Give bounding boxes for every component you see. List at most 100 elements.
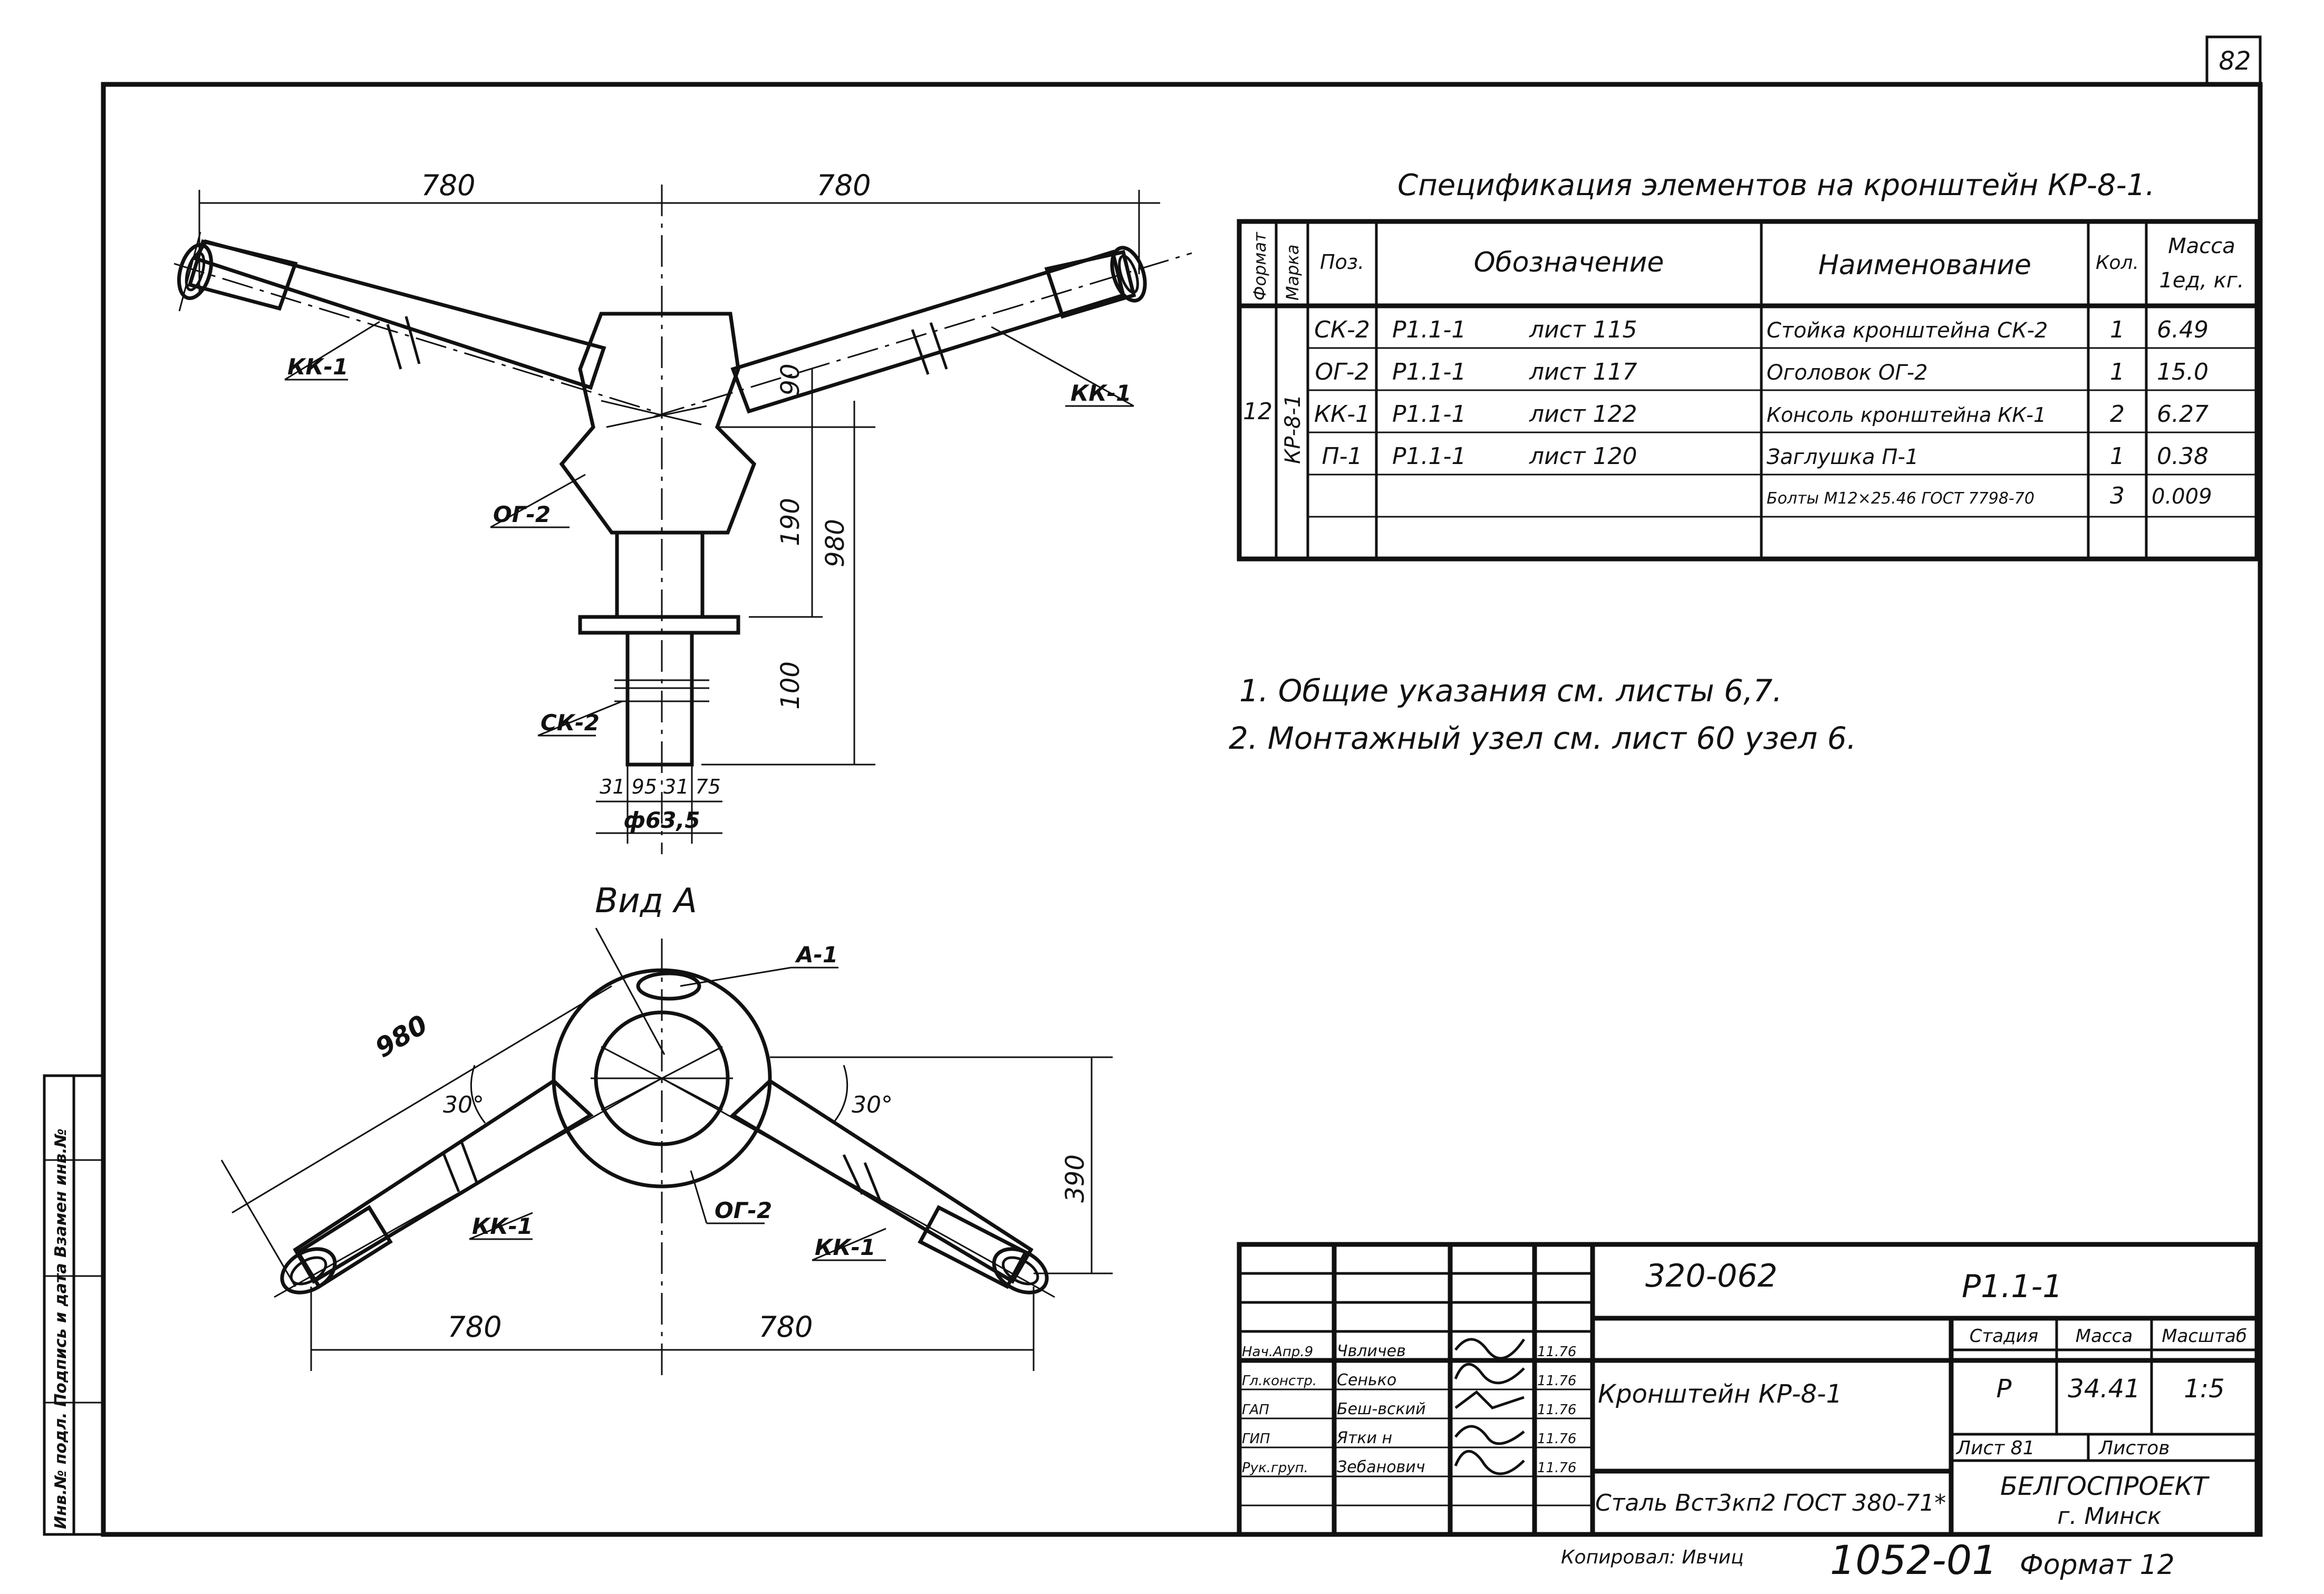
organization: БЕЛГОСПРОЕКТ [2000, 1472, 2210, 1501]
spec-row-pos: КК-1 [1314, 401, 1370, 428]
spec-row: КК-1 Р1.1-1 лист 122 Консоль кронштейна … [1314, 401, 2209, 428]
spec-row-qty: 1 [2110, 359, 2125, 385]
plan-angle-left: 30° [443, 1091, 484, 1118]
spec-row-mass: 0.009 [2152, 485, 2212, 509]
plan-label-kk1-left: КК-1 [472, 1213, 533, 1239]
spec-row-qty: 1 [2110, 316, 2125, 343]
spec-group-format: 12 [1243, 398, 1272, 425]
spec-row-mass: 15.0 [2157, 359, 2209, 385]
head-og2 [559, 312, 757, 535]
spec-row-pos: П-1 [1322, 443, 1363, 470]
signature-role: Рук.груп. [1242, 1460, 1308, 1476]
spec-header-name: Наименование [1818, 249, 2031, 281]
spec-row-qty: 1 [2110, 443, 2125, 470]
front-dim-diameter: ф63,5 [623, 807, 700, 833]
spec-header-pos: Поз. [1320, 250, 1364, 274]
spec-row-name: Стойка кронштейна СК-2 [1767, 318, 2048, 343]
scale-value: 1:5 [2184, 1374, 2224, 1404]
copied-by: Копировал: Ивчиц [1561, 1547, 1744, 1568]
spec-row-doc: Р1.1-1 [1392, 401, 1466, 428]
front-view: 780 780 [173, 169, 1192, 854]
signature-row: Гл.констр. Сенько 11.76 [1242, 1371, 1576, 1389]
material: Сталь Вст3кп2 ГОСТ 380-71* [1595, 1490, 1946, 1516]
organization-city: г. Минск [2057, 1503, 2162, 1530]
left-arm [173, 231, 654, 412]
handwritten-signatures [1454, 1338, 1526, 1475]
spec-row: Болты М12×25.46 ГОСТ 7798-70 3 0.009 [1767, 482, 2212, 509]
spec-row-doc: Р1.1-1 [1392, 443, 1466, 470]
sheet-label: Лист 81 [1955, 1437, 2034, 1459]
spec-row-pos: ОГ-2 [1315, 359, 1369, 385]
signature-role: Нач.Апр.9 [1242, 1344, 1313, 1360]
label-kk1-left: КК-1 [287, 354, 348, 380]
signature-row: Нач.Апр.9 Чвличев 11.76 [1242, 1342, 1576, 1360]
label-og2-front: ОГ-2 [493, 501, 551, 527]
front-dim-100: 100 [776, 661, 805, 710]
plan-angle-right: 30° [852, 1091, 893, 1118]
mass-header: Масса [2076, 1326, 2133, 1347]
front-dim-bottom: 31 95 31 75 [600, 775, 721, 798]
specification-table: Спецификация элементов на кронштейн КР-8… [1237, 168, 2260, 562]
right-arm [653, 246, 1192, 418]
stand-sk2 [578, 530, 740, 767]
plan-dim-left-780: 780 [447, 1310, 502, 1344]
spec-row-sheet: лист 117 [1529, 359, 1637, 385]
stage-header: Стадия [1970, 1326, 2038, 1347]
front-dim-190: 190 [776, 498, 805, 546]
signature-role: Гл.констр. [1242, 1373, 1317, 1389]
plan-label-kk1-right: КК-1 [815, 1234, 875, 1260]
signature-date: 11.76 [1537, 1431, 1576, 1447]
spec-header-format: Формат [1250, 231, 1270, 301]
spec-row-sheet: лист 122 [1529, 401, 1637, 428]
front-dim-right-780: 780 [816, 169, 871, 202]
side-stamp-text: Инв.№ подл. Подпись и дата Взамен инв.№ [52, 1128, 70, 1529]
spec-header-mass-2: 1ед, кг. [2159, 268, 2244, 293]
spec-title: Спецификация элементов на кронштейн КР-8… [1397, 168, 2155, 202]
plan-view-title: Вид А [595, 882, 697, 921]
signature-row: ГИП Ятки н 11.76 [1242, 1429, 1576, 1447]
signature-name: Сенько [1337, 1371, 1396, 1389]
spec-header-mark: Марка [1282, 245, 1303, 301]
spec-group-mark: КР-8-1 [1281, 394, 1305, 464]
signature-date: 11.76 [1537, 1460, 1576, 1476]
spec-row-mass: 6.27 [2157, 401, 2209, 428]
plan-dim-390: 390 [1060, 1154, 1090, 1203]
spec-row: П-1 Р1.1-1 лист 120 Заглушка П-1 1 0.38 [1322, 443, 2209, 470]
spec-row-mass: 0.38 [2157, 443, 2209, 470]
signature-row: Рук.груп. Зебанович 11.76 [1242, 1458, 1576, 1476]
spec-row-doc: Р1.1-1 [1392, 359, 1466, 385]
spec-row: СК-2 Р1.1-1 лист 115 Стойка кронштейна С… [1314, 316, 2209, 343]
label-a1: А-1 [795, 942, 838, 968]
spec-row-sheet: лист 120 [1529, 443, 1637, 470]
bottom-margin: Копировал: Ивчиц 1052-01 Формат 12 [1561, 1537, 2175, 1583]
project-code: 320-062 [1645, 1258, 1778, 1294]
mass-value: 34.41 [2068, 1374, 2140, 1404]
spec-row-doc: Р1.1-1 [1392, 316, 1466, 343]
label-kk1-right: КК-1 [1071, 380, 1131, 406]
spec-header-qty: Кол. [2096, 252, 2139, 274]
front-dim-90: 90 [776, 363, 805, 395]
spec-row-pos: СК-2 [1314, 316, 1370, 343]
spec-row-qty: 2 [2110, 401, 2125, 428]
sheet-frame: 82 [101, 35, 2263, 1537]
format-label: Формат 12 [2020, 1549, 2175, 1581]
signature-name: Беш-вский [1337, 1400, 1426, 1418]
spec-row-sheet: лист 115 [1529, 316, 1637, 343]
spec-row-name: Оголовок ОГ-2 [1767, 361, 1928, 385]
plan-dim-980: 980 [370, 1009, 433, 1064]
front-dim-left-780: 780 [421, 169, 475, 202]
spec-row-name: Болты М12×25.46 ГОСТ 7798-70 [1767, 489, 2034, 508]
plan-dim-right-780: 780 [758, 1310, 813, 1344]
signature-date: 11.76 [1537, 1344, 1576, 1360]
sheets-label: Листов [2098, 1437, 2169, 1459]
sheet-code: Р1.1-1 [1962, 1268, 2062, 1305]
signature-role: ГИП [1242, 1431, 1270, 1447]
signature-name: Чвличев [1337, 1342, 1406, 1360]
item-title: Кронштейн КР-8-1 [1598, 1379, 1842, 1409]
stage-value: Р [1997, 1374, 2012, 1404]
general-notes: 1. Общие указания см. листы 6,7. 2. Монт… [1229, 673, 1856, 756]
spec-header-designation: Обозначение [1474, 247, 1664, 278]
inventory-number: 1052-01 [1830, 1537, 1998, 1583]
spec-row: ОГ-2 Р1.1-1 лист 117 Оголовок ОГ-2 1 15.… [1315, 359, 2208, 385]
